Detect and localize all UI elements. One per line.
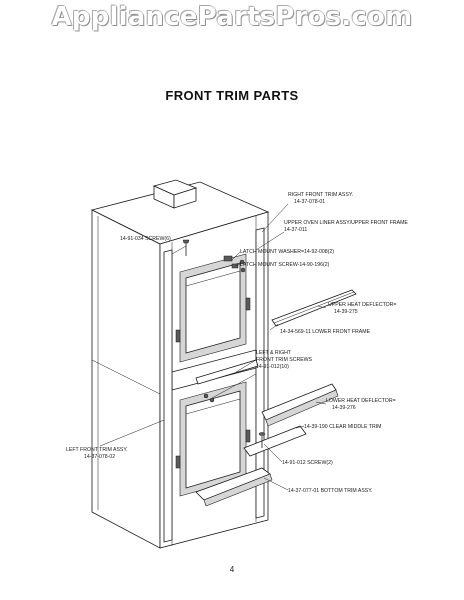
callout-text: UPPER OVEN LINER ASSY/UPPER FRONT FRAME [284,220,408,226]
callout-bottom-trim: 14-37-077-01 BOTTOM TRIM ASSY. [288,488,372,494]
callout-text: 14-34-569-11 LOWER FRONT FRAME [280,329,371,335]
callout-text: FRONT TRIM SCREWS [256,357,313,363]
callout-text: 14-37-078-01 [294,199,325,205]
diagram-title: FRONT TRIM PARTS [165,88,299,103]
callout-latch-screw: LATCH MOUNT SCREW-14-90-196(2) [240,262,330,268]
callout-text: 14-91-012 SCREW(2) [282,460,333,466]
upper-heat-deflector-part [271,289,357,327]
callout-text: 14-91-034 SCREW(6) [120,236,171,242]
callout-upper-heat-deflector: UPPER HEAT DEFLECTOR= 14-39-275 [328,302,396,315]
callout-text: LEFT FRONT TRIM ASSY. [66,447,128,453]
callout-text: RIGHT FRONT TRIM ASSY. [288,192,353,198]
screw-bottom-part [258,432,266,448]
callout-text: 14-39-190 CLEAR MIDDLE TRIM [304,424,381,430]
callout-screw-bottom: 14-91-012 SCREW(2) [282,460,333,466]
callout-screw-top: 14-91-034 SCREW(6) [120,236,171,242]
loose-parts [182,239,357,507]
callout-text: UPPER HEAT DEFLECTOR= [328,302,396,308]
callout-text: LATCH MOUNT SCREW-14-90-196(2) [240,262,330,268]
leader-lines [99,203,327,491]
callout-latch-washer: LATCH MOUNT WASHER=14-92-008(2) [240,249,334,255]
page-number: 4 [229,565,235,574]
callout-text: 14-37-078-02 [84,454,115,460]
callout-text: LEFT & RIGHT [256,350,292,356]
callout-text: 14-91-012(10) [256,364,289,370]
watermark: AppliancePartsPros.com [51,2,413,32]
callout-trim-screws: LEFT & RIGHT FRONT TRIM SCREWS 14-91-012… [256,350,313,370]
callout-text: LOWER HEAT DEFLECTOR= [326,398,396,404]
callout-left-front-trim: LEFT FRONT TRIM ASSY. 14-37-078-02 [66,447,128,460]
callout-text: LATCH MOUNT WASHER=14-92-008(2) [240,249,334,255]
lower-heat-deflector-part [261,383,337,421]
callout-lower-front-frame: 14-34-569-11 LOWER FRONT FRAME [280,329,371,335]
callout-right-front-trim: RIGHT FRONT TRIM ASSY. 14-37-078-01 [288,192,353,205]
callout-text: 14-39-276 [332,405,356,411]
screw-top-part [182,239,190,256]
callout-lower-heat-deflector: LOWER HEAT DEFLECTOR= 14-39-276 [326,398,396,411]
callout-text: 14-39-275 [334,309,358,315]
callout-clear-middle-trim: 14-39-190 CLEAR MIDDLE TRIM [304,424,381,430]
callout-text: 14-37-077-01 BOTTOM TRIM ASSY. [288,488,372,494]
callout-upper-oven-liner: UPPER OVEN LINER ASSY/UPPER FRONT FRAME … [284,220,408,233]
callout-text: 14-37-011 [284,227,307,233]
